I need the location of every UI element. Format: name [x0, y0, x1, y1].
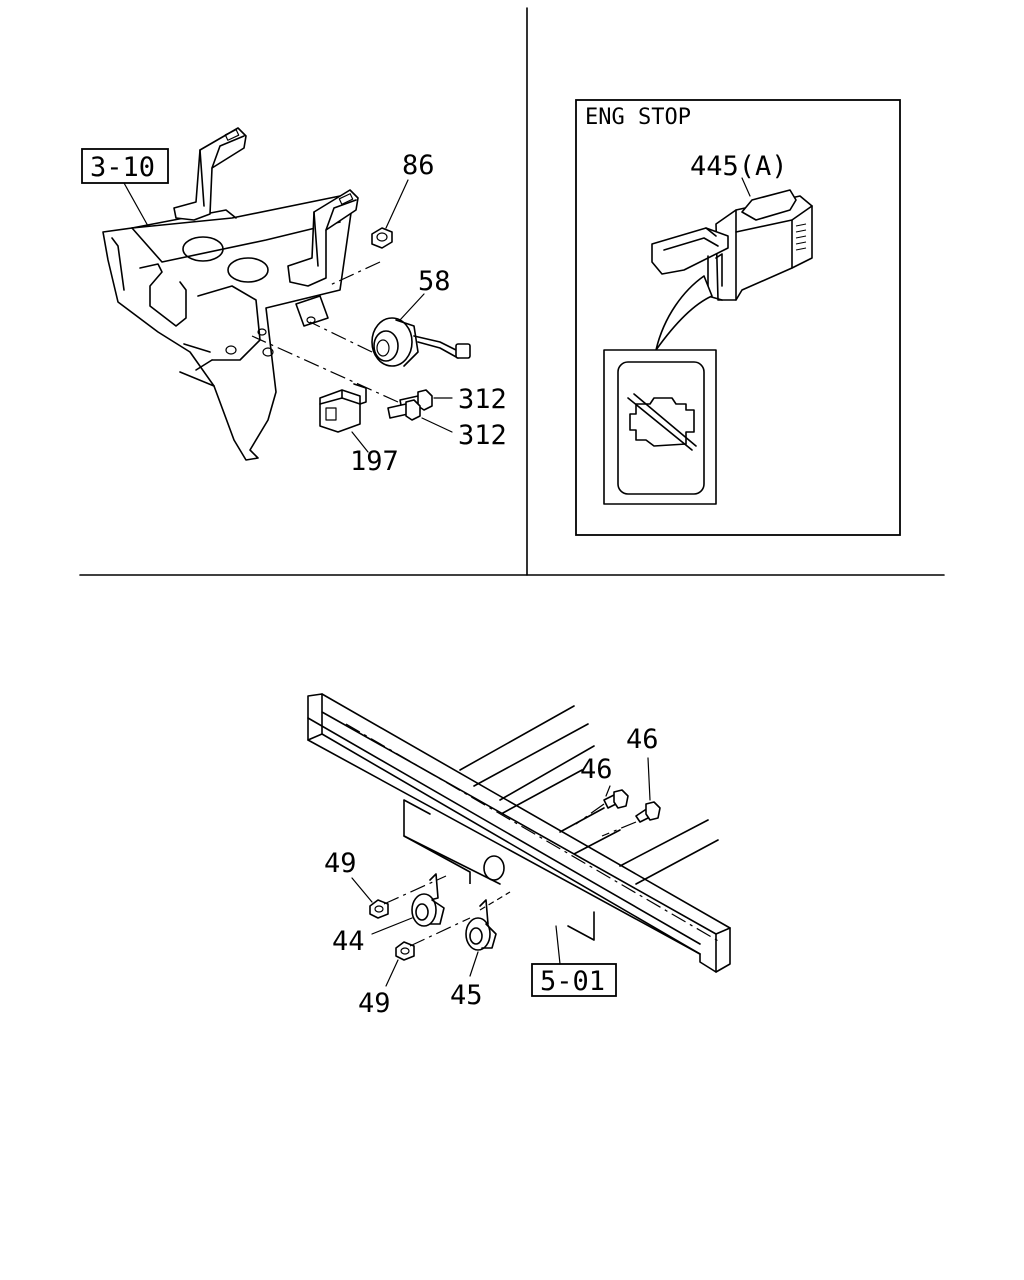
- reference-label-3-10: 3-10: [90, 152, 155, 183]
- centerline-45-b: [479, 891, 511, 911]
- bolt-46-left[interactable]: [603, 789, 629, 809]
- centerline-46-right: [601, 821, 637, 837]
- bracket-44[interactable]: [411, 873, 445, 927]
- callout-45: 45: [450, 980, 483, 1011]
- relay-197[interactable]: [319, 383, 367, 433]
- leader-49-upper: [351, 877, 373, 903]
- eng-stop-inset: ENG STOP 445(A): [575, 99, 901, 536]
- inset-title: ENG STOP: [585, 105, 691, 130]
- callout-46-left: 46: [580, 754, 613, 785]
- centerline-86: [327, 261, 381, 287]
- callout-44: 44: [332, 926, 365, 957]
- centerline-46-left: [575, 803, 605, 825]
- leader-86: [385, 179, 409, 229]
- centerline-45: [409, 917, 471, 947]
- callout-49-lower: 49: [358, 988, 391, 1019]
- bolt-312-lower[interactable]: [387, 399, 421, 421]
- callout-49-upper: 49: [324, 848, 357, 879]
- leader-3-10: [123, 182, 149, 227]
- reference-box-3-10[interactable]: 3-10: [81, 148, 169, 184]
- reference-box-5-01[interactable]: 5-01: [531, 963, 617, 997]
- leader-45: [469, 951, 479, 977]
- buzzer-58[interactable]: [371, 317, 471, 367]
- callout-445a: 445(A): [690, 151, 788, 182]
- callout-86: 86: [402, 150, 435, 181]
- callout-197: 197: [350, 446, 399, 477]
- switch-445a[interactable]: [651, 189, 813, 301]
- frame-assembly: [307, 693, 731, 973]
- leader-197: [351, 431, 369, 453]
- leader-46-right: [647, 757, 651, 801]
- engine-stop-label-plate: [603, 349, 717, 505]
- leader-46-left: [605, 785, 611, 797]
- bracket-assembly: [102, 127, 359, 461]
- centerline-58: [309, 321, 373, 353]
- nut-49-upper[interactable]: [369, 899, 389, 919]
- leader-445a: [741, 177, 751, 197]
- bolt-46-right[interactable]: [635, 801, 661, 823]
- centerline-312: [251, 335, 399, 403]
- callout-312-lower: 312: [458, 420, 507, 451]
- nut-86[interactable]: [371, 227, 393, 249]
- callout-58: 58: [418, 266, 451, 297]
- centerline-44: [383, 875, 447, 905]
- reference-label-5-01: 5-01: [540, 966, 605, 997]
- leader-312-lower: [421, 417, 453, 433]
- leader-44: [371, 917, 413, 935]
- leader-5-01: [555, 925, 561, 965]
- nut-49-lower[interactable]: [395, 941, 415, 961]
- leader-58: [399, 293, 425, 321]
- engine-check-slashed-icon: [627, 393, 697, 451]
- callout-46-right: 46: [626, 724, 659, 755]
- callout-312-upper: 312: [458, 384, 507, 415]
- bracket-45[interactable]: [465, 899, 497, 951]
- leader-49-lower: [385, 959, 399, 987]
